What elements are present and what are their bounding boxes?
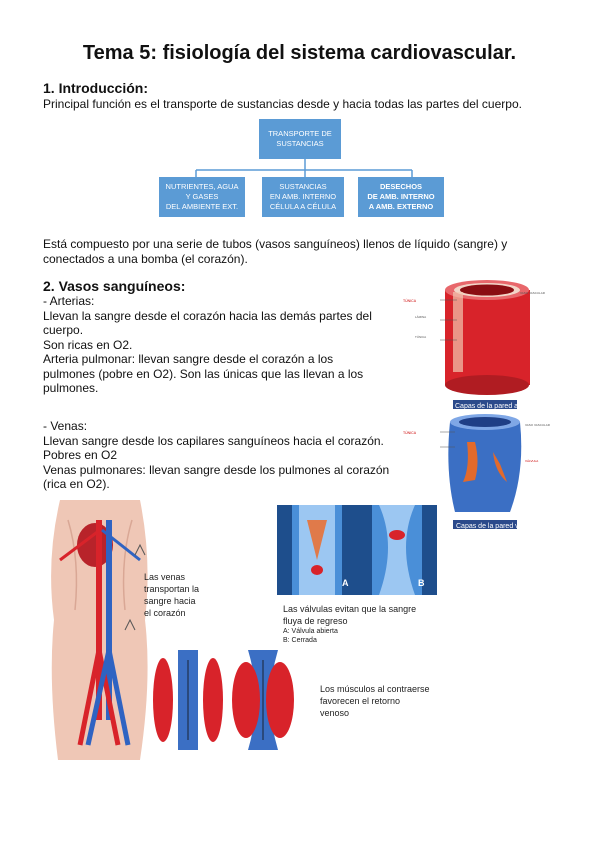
- artery-wall-illustration: TÚNICA LÁMINA TÚNICA VASO VASCULAR: [403, 280, 546, 409]
- vein-wall-illustration: TÚNICA VASO VASCULAR VÁLVULA: [403, 414, 551, 529]
- vein-caption: Capas de la pared venosa: [456, 523, 538, 530]
- svg-text:VÁLVULA: VÁLVULA: [525, 459, 538, 463]
- page-title: Tema 5: fisiología del sistema cardiovas…: [82, 42, 517, 64]
- valvulas-sub: A: Válvula abierta B: Cerrada: [283, 628, 338, 644]
- svg-text:TÚNICA: TÚNICA: [403, 299, 417, 303]
- venas-text: - Venas: Llevan sangre desde los capilar…: [43, 419, 390, 491]
- valve-label-b: B: [418, 578, 425, 588]
- arterias-text: - Arterias: Llevan la sangre desde el co…: [43, 294, 372, 395]
- section-1-heading: 1. Introducción:: [43, 80, 148, 96]
- section-1-text: Principal función es el transporte de su…: [43, 97, 522, 111]
- svg-text:TÚNICA: TÚNICA: [403, 431, 417, 435]
- body-circulation-illustration: [51, 500, 148, 760]
- svg-text:TÚNICA: TÚNICA: [415, 334, 426, 339]
- svg-text:LÁMINA: LÁMINA: [415, 315, 426, 319]
- transport-diagram: [195, 159, 413, 177]
- svg-text:VASO VASCULAR: VASO VASCULAR: [525, 423, 551, 427]
- venas-caption: Las venas transportan la sangre hacia el…: [144, 572, 200, 618]
- section-2-heading: 2. Vasos sanguíneos:: [43, 278, 186, 294]
- valves-illustration: [277, 505, 437, 595]
- section-1-composed: Está compuesto por una serie de tubos (v…: [43, 237, 508, 266]
- valve-label-a: A: [342, 578, 349, 588]
- svg-text:VASO VASCULAR: VASO VASCULAR: [520, 291, 546, 295]
- muscles-illustration: [153, 650, 294, 750]
- valvulas-caption: Las válvulas evitan que la sangre fluya …: [283, 604, 417, 626]
- musculos-caption: Los músculos al contraerse favorecen el …: [320, 684, 430, 718]
- artery-caption: Capas de la pared arterial: [455, 403, 536, 410]
